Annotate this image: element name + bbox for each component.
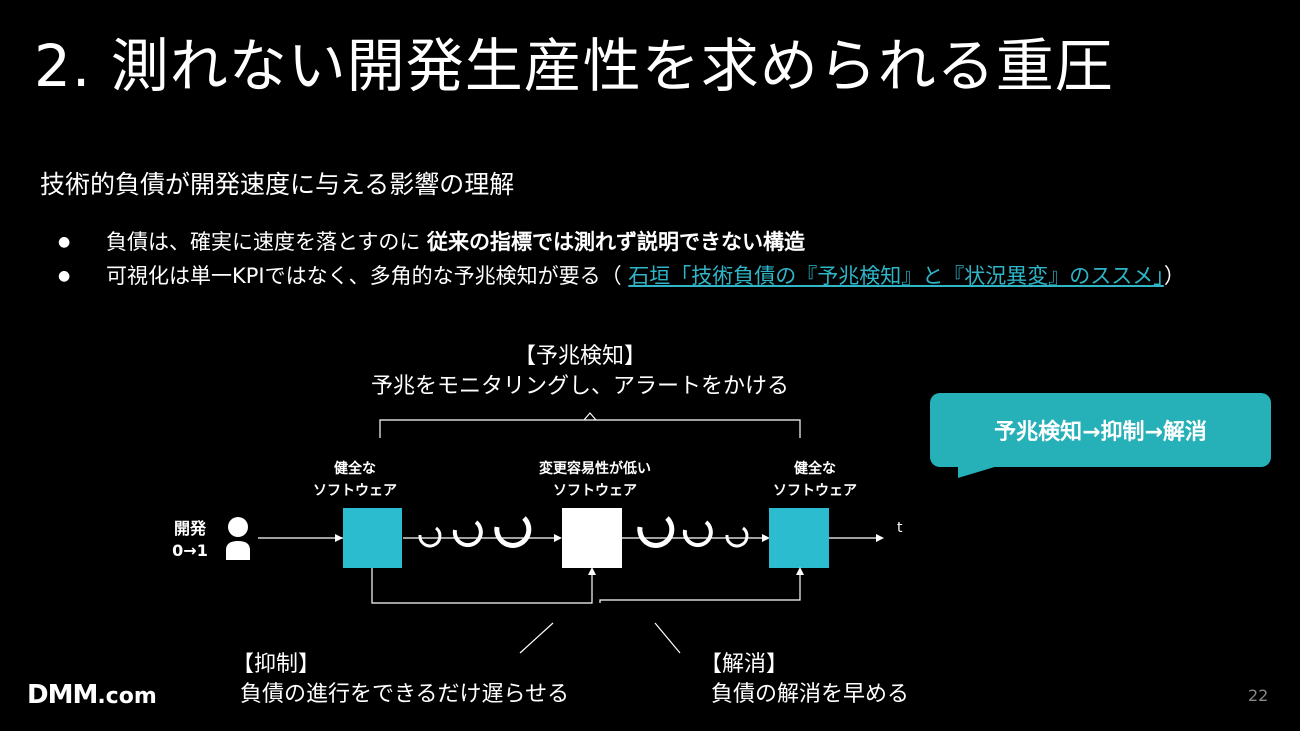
suppress-title: 【抑制】 (232, 652, 321, 677)
bullet-suffix: ） (1163, 264, 1185, 288)
detect-description: 予兆をモニタリングし、アラートをかける (370, 374, 789, 399)
label-pointers (519, 622, 681, 654)
slide-subtitle: 技術的負債が開発速度に与える影響の理解 (40, 170, 515, 199)
bullet-bold-text: 従来の指標では測れず説明できない構造 (427, 230, 806, 254)
callout-tail (958, 460, 1018, 478)
arrow-head-icon (762, 534, 770, 542)
reference-link[interactable]: 石垣「技術負債の『予兆検知』と『状況異変』のススメ」 (628, 264, 1164, 288)
time-axis-label: t (897, 520, 903, 536)
bullet-dot-icon: ● (58, 234, 71, 250)
arrow-head-icon (876, 534, 884, 542)
resolve-title: 【解消】 (700, 652, 789, 677)
page-number: 22 (1248, 686, 1269, 705)
slide-title: 2. 測れない開発生産性を求められる重圧 (34, 32, 1114, 100)
suppress-description: 負債の進行をできるだけ遅らせる (240, 682, 570, 707)
cycle-loop-icon (418, 516, 532, 548)
process-callout: 予兆検知→抑制→解消 (930, 393, 1271, 467)
development-label: 開発 0→1 (172, 519, 208, 560)
bullet-dot-icon: ● (58, 268, 71, 284)
arrow-head-icon (554, 534, 562, 542)
detect-title: 【予兆検知】 (513, 344, 646, 369)
healthy-software-box-right (769, 508, 829, 568)
healthy-software-label-left: 健全な ソフトウェア (313, 461, 397, 499)
person-icon (226, 517, 250, 560)
bullet-text: 可視化は単一KPIではなく、多角的な予兆検知が要る（ (106, 264, 629, 288)
dmm-logo: DMM.com (27, 680, 157, 710)
low-changeability-box (562, 508, 622, 568)
arrow-head-icon (335, 534, 343, 542)
cycle-loop-icon (637, 516, 749, 548)
healthy-software-box-left (343, 508, 402, 568)
feedback-lines (371, 568, 801, 604)
bullet-text: 負債は、確実に速度を落とすのに (106, 230, 428, 254)
healthy-software-label-right: 健全な ソフトウェア (773, 461, 857, 499)
resolve-description: 負債の解消を早める (711, 682, 910, 707)
detect-bracket (379, 412, 801, 438)
low-changeability-label: 変更容易性が低い ソフトウェア (539, 461, 651, 499)
